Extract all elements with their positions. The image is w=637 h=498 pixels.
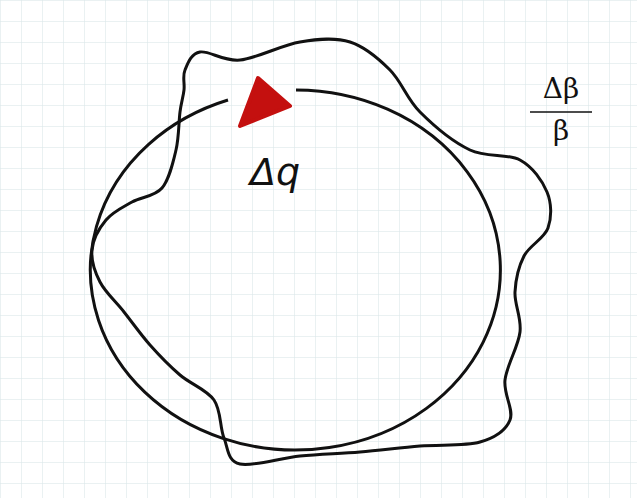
error-source-triangle (240, 78, 290, 126)
perturbed-orbit (92, 39, 551, 465)
beta-beat-denominator: β (553, 114, 569, 147)
ideal-orbit (90, 90, 500, 450)
tune-shift-label: Δq (250, 150, 300, 194)
fraction-bar (530, 111, 592, 113)
beta-beat-numerator: Δβ (543, 72, 579, 105)
